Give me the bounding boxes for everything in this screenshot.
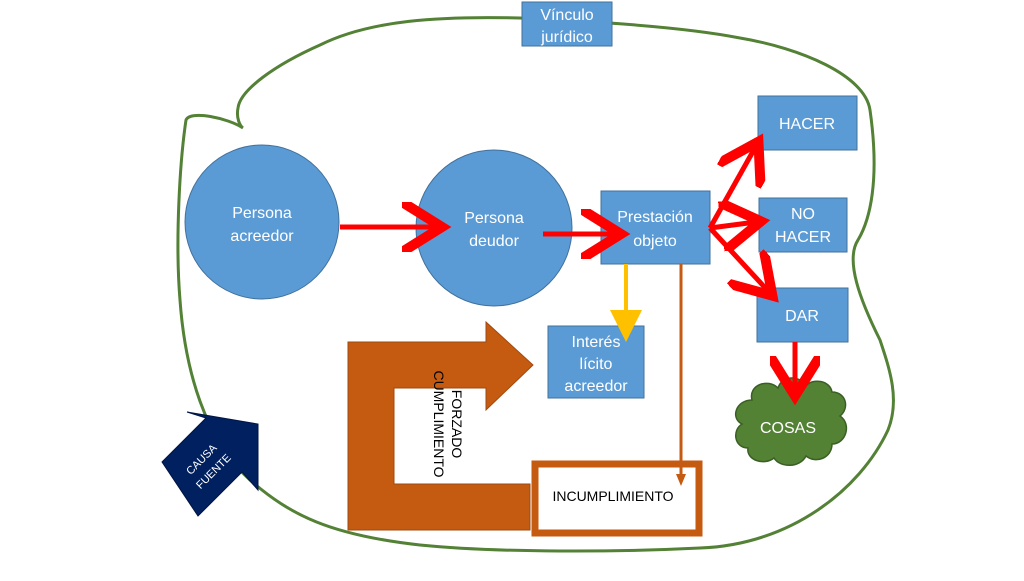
hacer-label: HACER <box>779 116 835 133</box>
persona-acreedor-node <box>184 144 340 300</box>
prestacion-hacer-arrow <box>707 146 756 230</box>
interes-line3: acreedor <box>564 378 628 395</box>
no-hacer-node <box>758 197 848 253</box>
prestacion-objeto-node <box>600 190 711 265</box>
dar-node <box>756 287 849 343</box>
up-right-arrow-icon <box>161 411 259 517</box>
vinculo-juridico-box <box>521 1 613 47</box>
prestacion-objeto-line1: Prestación <box>617 209 693 226</box>
prestacion-dar-arrow <box>708 226 769 292</box>
no-hacer-line2: HACER <box>775 229 831 246</box>
causa-fuente-arrow <box>161 411 259 517</box>
prestacion-no-hacer-arrow <box>709 222 756 228</box>
persona-acreedor-line1: Persona <box>232 205 292 222</box>
persona-deudor-node <box>415 149 573 307</box>
dar-label: DAR <box>785 308 819 325</box>
cosas-label: COSAS <box>760 420 816 437</box>
persona-deudor-line1: Persona <box>464 210 524 227</box>
cumplimiento-forzado-line1: CUMPLIMIENTO <box>431 370 447 477</box>
interes-line2: lícito <box>580 356 613 373</box>
prestacion-incumplimiento-arrowhead <box>676 474 686 486</box>
cumplimiento-forzado-line2: FORZADO <box>449 390 465 459</box>
hacer-node <box>757 95 858 151</box>
vinculo-juridico-label-line2: jurídico <box>540 29 593 46</box>
prestacion-objeto-line2: objeto <box>633 233 677 250</box>
interes-line1: Interés <box>572 334 621 351</box>
vinculo-juridico-boundary <box>176 16 895 553</box>
incumplimiento-label: INCUMPLIMIENTO <box>552 488 673 504</box>
incumplimiento-box <box>531 460 703 537</box>
vinculo-juridico-label-line1: Vínculo <box>540 7 593 24</box>
cumplimiento-forzado-arrow <box>347 320 534 531</box>
persona-acreedor-line2: acreedor <box>230 228 294 245</box>
persona-deudor-line2: deudor <box>469 233 519 250</box>
no-hacer-line1: NO <box>791 206 815 223</box>
